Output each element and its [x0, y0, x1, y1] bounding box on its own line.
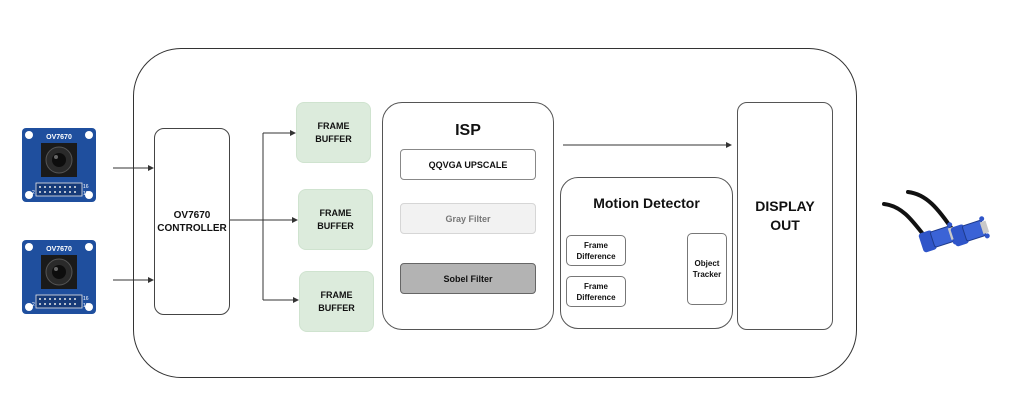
isp-stage-upscale: QQVGA UPSCALE: [400, 149, 536, 180]
svg-text:15: 15: [83, 191, 89, 197]
svg-text:15: 15: [83, 303, 89, 309]
object-tracker: Object Tracker: [687, 233, 727, 305]
frame-buffer-3: FRAME BUFFER: [299, 271, 374, 332]
camera-label: OV7670: [46, 246, 72, 253]
frame-difference-1: Frame Difference: [566, 235, 626, 266]
svg-text:16: 16: [83, 184, 89, 190]
svg-text:16: 16: [83, 296, 89, 302]
motion-detector-title: Motion Detector: [593, 195, 700, 211]
svg-text:2: 2: [32, 302, 35, 308]
svg-text:2: 2: [32, 190, 35, 196]
frame-buffer-2: FRAME BUFFER: [298, 189, 373, 250]
isp-title: ISP: [455, 122, 481, 139]
camera-label: OV7670: [46, 134, 72, 141]
frame-buffer-1: FRAME BUFFER: [296, 102, 371, 163]
display-out-block: DISPLAY OUT: [737, 102, 833, 330]
isp-stage-gray-filter: Gray Filter: [400, 203, 536, 234]
isp-stage-sobel-filter: Sobel Filter: [400, 263, 536, 294]
frame-difference-2: Frame Difference: [566, 276, 626, 307]
ov7670-controller-block: OV7670 CONTROLLER: [154, 128, 230, 315]
camera-module-icon: OV7670 2 16 15: [22, 240, 96, 314]
camera-module-icon: OV7670 2 16 15: [22, 128, 96, 202]
vga-cable-icon: [882, 190, 990, 253]
controller-label: OV7670 CONTROLLER: [157, 209, 227, 234]
